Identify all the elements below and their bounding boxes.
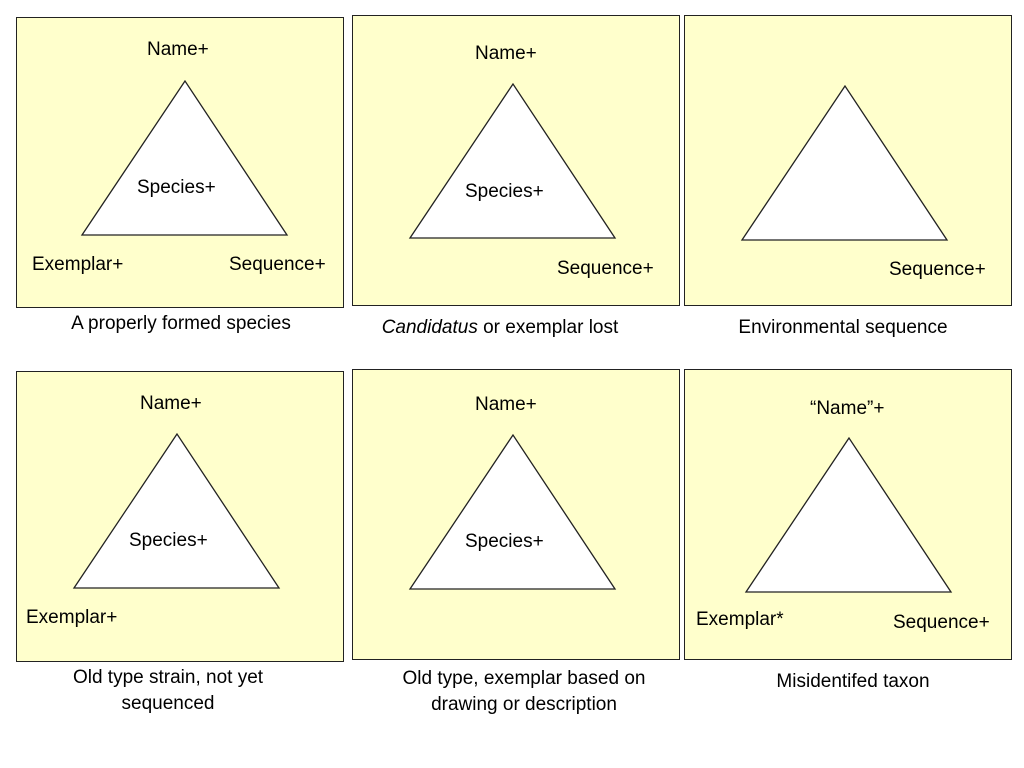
name-label: Name+ (475, 43, 537, 64)
triangle-diagram (408, 433, 617, 590)
panel-misidentified-taxon: “Name”+ Exemplar* Sequence+ (684, 369, 1012, 660)
sequence-label: Sequence+ (557, 258, 654, 279)
panel-old-type-drawing: Name+ Species+ (352, 369, 680, 660)
name-label: “Name”+ (810, 398, 885, 419)
name-label: Name+ (140, 393, 202, 414)
name-label: Name+ (147, 39, 209, 60)
panel-candidatus: Name+ Species+ Sequence+ (352, 15, 680, 306)
triangle (744, 436, 953, 593)
panel-old-type-strain: Name+ Species+ Exemplar+ (16, 371, 344, 662)
triangle-diagram (744, 436, 953, 593)
triangle (80, 79, 289, 236)
caption-old-type-strain: Old type strain, not yet sequenced (72, 667, 264, 714)
triangle-diagram (408, 82, 617, 239)
triangle-diagram (80, 79, 289, 236)
species-label: Species+ (137, 177, 216, 198)
caption-environmental-sequence: Environmental sequence (738, 317, 948, 338)
caption-old-type-drawing: Old type, exemplar based on drawing or d… (402, 668, 646, 715)
triangle (408, 433, 617, 590)
triangle-diagram (72, 432, 281, 589)
triangle (740, 84, 949, 241)
panel-properly-formed-species: Name+ Species+ Exemplar+ Sequence+ (16, 17, 344, 308)
sequence-label: Sequence+ (893, 612, 990, 633)
caption-properly-formed-species: A properly formed species (71, 313, 291, 334)
triangle-diagram (740, 84, 949, 241)
caption-candidatus: Candidatus or exemplar lost (381, 317, 619, 338)
name-label: Name+ (475, 394, 537, 415)
sequence-label: Sequence+ (889, 259, 986, 280)
species-label: Species+ (465, 181, 544, 202)
triangle (72, 432, 281, 589)
caption-misidentified-taxon: Misidentifed taxon (776, 671, 930, 692)
species-label: Species+ (465, 531, 544, 552)
exemplar-label: Exemplar* (696, 609, 784, 630)
sequence-label: Sequence+ (229, 254, 326, 275)
exemplar-label: Exemplar+ (26, 607, 118, 628)
triangle (408, 82, 617, 239)
exemplar-label: Exemplar+ (32, 254, 124, 275)
species-label: Species+ (129, 530, 208, 551)
panel-environmental-sequence: Sequence+ (684, 15, 1012, 306)
